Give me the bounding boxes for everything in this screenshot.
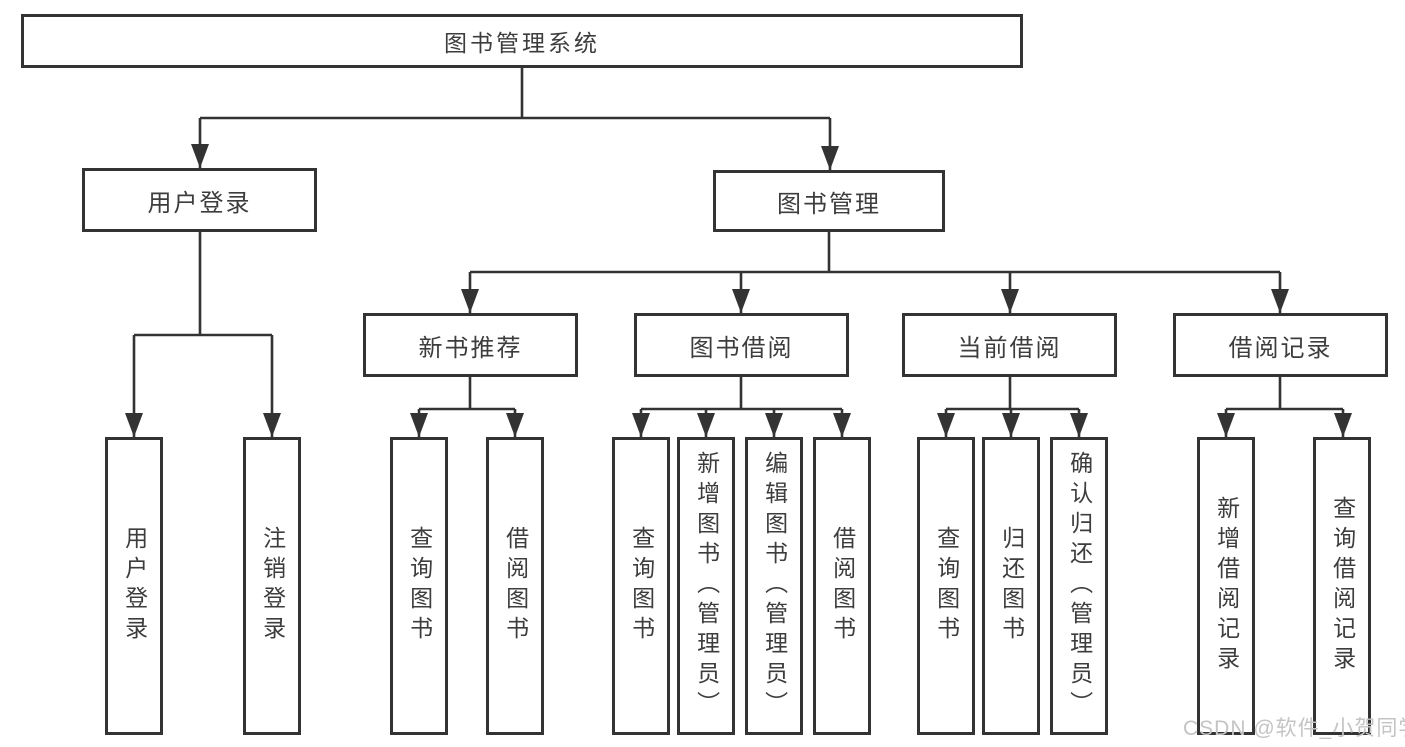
leaf-user-login: 用户登录 (105, 437, 163, 735)
leaf-borrow-books-borrow: 借阅图书 (813, 437, 871, 735)
leaf-query-borrow-record: 查询借阅记录 (1313, 437, 1371, 735)
node-label: 图书借阅 (689, 334, 794, 362)
connector-book-management-children (461, 232, 1289, 313)
node-label: 编辑图书（管理员） (761, 451, 788, 721)
node-label: 当前借阅 (957, 334, 1062, 362)
connector-book-borrow-children (632, 377, 851, 437)
node-label: 新增借阅记录 (1213, 496, 1240, 676)
node-label: 借阅图书 (502, 526, 529, 646)
node-label: 确认归还（管理员） (1066, 451, 1093, 721)
node-label: 查询图书 (628, 526, 655, 646)
leaf-logout: 注销登录 (243, 437, 301, 735)
node-label: 查询图书 (933, 526, 960, 646)
node-label: 用户登录 (121, 526, 148, 646)
node-label: 查询借阅记录 (1329, 496, 1356, 676)
node-label: 借阅图书 (829, 526, 856, 646)
node-borrow-records: 借阅记录 (1173, 313, 1388, 377)
connector-current-borrow-children (937, 377, 1088, 437)
leaf-query-books-borrow: 查询图书 (612, 437, 670, 735)
node-label: 查询图书 (406, 526, 433, 646)
node-new-book-recommend: 新书推荐 (363, 313, 578, 377)
connector-borrow-records-children (1217, 377, 1352, 437)
leaf-add-book-admin: 新增图书（管理员） (677, 437, 735, 735)
connector-root-to-level2 (191, 68, 839, 170)
leaf-borrow-books-recommend: 借阅图书 (486, 437, 544, 735)
node-current-borrow: 当前借阅 (902, 313, 1117, 377)
node-user-login: 用户登录 (82, 168, 317, 232)
connector-user-login-children (125, 232, 281, 437)
node-label: 借阅记录 (1228, 334, 1333, 362)
leaf-edit-book-admin: 编辑图书（管理员） (745, 437, 803, 735)
leaf-add-borrow-record: 新增借阅记录 (1197, 437, 1255, 735)
leaf-return-book: 归还图书 (982, 437, 1040, 735)
node-book-management: 图书管理 (713, 170, 945, 232)
node-label: 图书管理 (777, 190, 881, 218)
node-book-management-system: 图书管理系统 (21, 14, 1023, 68)
leaf-query-books-recommend: 查询图书 (390, 437, 448, 735)
node-label: 新增图书（管理员） (693, 451, 720, 721)
node-book-borrow: 图书借阅 (634, 313, 849, 377)
leaf-query-books-current: 查询图书 (917, 437, 975, 735)
node-label: 归还图书 (998, 526, 1025, 646)
node-label: 用户登录 (147, 189, 252, 217)
node-label: 新书推荐 (418, 334, 523, 362)
csdn-watermark: CSDN @软件_小贺同学 (1183, 717, 1405, 740)
leaf-confirm-return-admin: 确认归还（管理员） (1050, 437, 1108, 735)
connector-new-book-recommend-children (410, 377, 524, 437)
node-label: 注销登录 (259, 526, 286, 646)
node-label: 图书管理系统 (444, 30, 600, 56)
